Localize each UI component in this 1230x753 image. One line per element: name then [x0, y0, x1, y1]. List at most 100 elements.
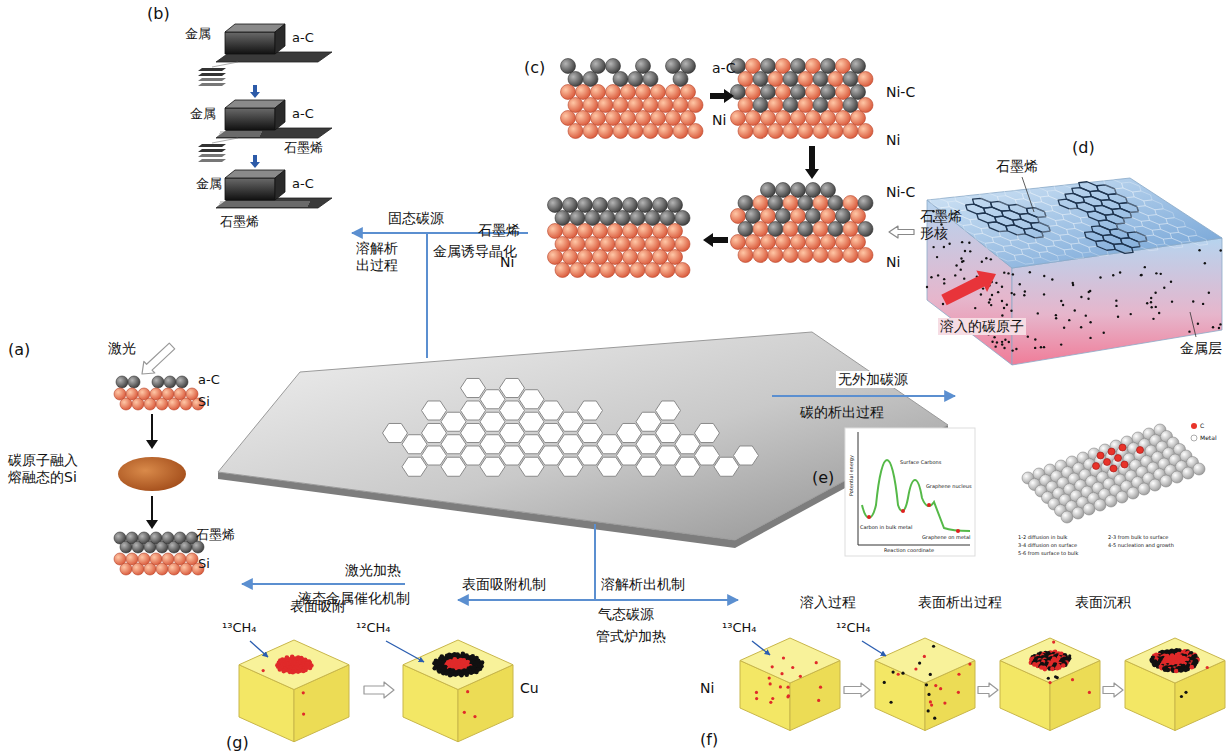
carbon-dot: [948, 243, 950, 245]
carbon-atom: [897, 673, 900, 676]
carbon-dot: [1219, 323, 1221, 325]
process-arrow: [151, 496, 153, 524]
nickel-atom: [761, 209, 776, 224]
honeycomb-cell: [1188, 235, 1207, 245]
arrowhead: [146, 520, 158, 529]
carbon-atom: [1179, 668, 1184, 673]
hexagon-cell: [441, 412, 466, 431]
process-arrow: [151, 414, 153, 444]
carbon-dot: [1003, 347, 1005, 349]
carbon-atom: [474, 670, 479, 675]
nickel-atom: [561, 111, 576, 126]
graphene-layer: [220, 202, 310, 203]
carbon-atom: [791, 666, 794, 669]
nickel-atom: [570, 263, 585, 278]
carbon-atom: [755, 697, 758, 700]
carbon-atom: [302, 691, 305, 694]
nickel-atom: [563, 250, 578, 265]
carbon-atom: [459, 673, 464, 678]
nickel-atom: [843, 222, 858, 237]
flow-arrow: [772, 395, 955, 397]
panel-letter: (f): [700, 730, 718, 749]
carbon-atom: [563, 198, 578, 213]
nickel-atom: [548, 224, 563, 239]
panel-letter: (c): [524, 58, 545, 77]
nickel-atom: [576, 85, 591, 100]
honeycomb-cell: [1114, 244, 1133, 254]
carbon-dot: [932, 246, 934, 248]
carbon-atom: [813, 98, 828, 113]
carbon-atom: [606, 59, 621, 74]
curve-label: Carbon in bulk metal: [860, 524, 912, 530]
layer-stack: [198, 83, 226, 86]
carbon-atom: [783, 98, 798, 113]
metal-atom: [1171, 471, 1183, 483]
carbon-atom: [453, 672, 458, 677]
panel-letter: (e): [812, 468, 834, 487]
axis-label: Reaction coordinate: [884, 547, 934, 553]
carbon-atom: [1180, 695, 1183, 698]
metal-atom: [1149, 479, 1161, 491]
carbon-atom: [613, 72, 628, 87]
carbon-atom: [731, 85, 746, 100]
honeycomb-cell: [1014, 254, 1033, 264]
carbon-dot: [1037, 312, 1039, 314]
note-label: 碳原子融入熔融态的Si: [8, 452, 84, 486]
honeycomb-cell: [1112, 208, 1131, 218]
metal-atom: [1105, 495, 1117, 507]
nickel-atom: [836, 235, 851, 250]
nickel-atom: [638, 224, 653, 239]
nickel-atom: [768, 72, 783, 87]
metal-block: [225, 32, 275, 54]
carbon-atom: [1108, 448, 1115, 455]
nickel-atom: [783, 124, 798, 139]
honeycomb-cell: [1004, 190, 1023, 200]
nickel-atom: [606, 111, 621, 126]
carbon-dot: [968, 242, 970, 244]
carbon-dot: [1192, 300, 1194, 302]
metal-block: [275, 24, 285, 54]
carbon-atom: [1043, 667, 1048, 672]
nickel-atom: [821, 209, 836, 224]
layer-stack: [198, 68, 226, 71]
carbon-atom: [782, 656, 785, 659]
carbon-atom: [892, 671, 895, 674]
carbon-atom: [934, 684, 937, 687]
graphene-layer: [219, 204, 309, 205]
carbon-dot: [1040, 346, 1042, 348]
hexagon-cell: [578, 423, 603, 442]
nickel-atom: [783, 196, 798, 211]
honeycomb-cell: [1042, 231, 1061, 241]
carbon-atom: [583, 72, 598, 87]
carbon-dot: [943, 278, 945, 280]
honeycomb-cell: [1170, 232, 1189, 242]
carbon-dot: [1003, 271, 1005, 273]
honeycomb-cell: [1009, 205, 1028, 215]
hexagon-cell: [480, 390, 505, 409]
honeycomb-cell: [1044, 211, 1063, 221]
carbon-dot: [1043, 275, 1045, 277]
honeycomb-cell: [955, 195, 974, 205]
nickel-atom: [731, 235, 746, 250]
honeycomb-cell: [1101, 200, 1120, 210]
nickel-atom: [623, 224, 638, 239]
material-label: Si: [198, 394, 210, 410]
nickel-atom: [813, 196, 828, 211]
block-arrow: [250, 85, 260, 98]
metal-atom: [1061, 511, 1073, 523]
nickel-atom: [681, 111, 696, 126]
honeycomb-cell: [1022, 193, 1041, 203]
honeycomb-cell: [1020, 213, 1039, 223]
honeycomb-cell: [1137, 206, 1156, 216]
part-label: 激光: [108, 340, 136, 357]
honeycomb-cell: [1144, 200, 1163, 210]
flow-line: [426, 233, 428, 358]
nickel-atom: [776, 111, 791, 126]
carbon-dot: [1158, 312, 1160, 314]
gas-arrow: [386, 641, 424, 662]
carbon-atom: [1119, 444, 1126, 451]
nickel-atom: [623, 250, 638, 265]
honeycomb-cell: [963, 225, 982, 235]
nickel-atom: [675, 237, 690, 252]
carbon-atom: [262, 669, 265, 672]
